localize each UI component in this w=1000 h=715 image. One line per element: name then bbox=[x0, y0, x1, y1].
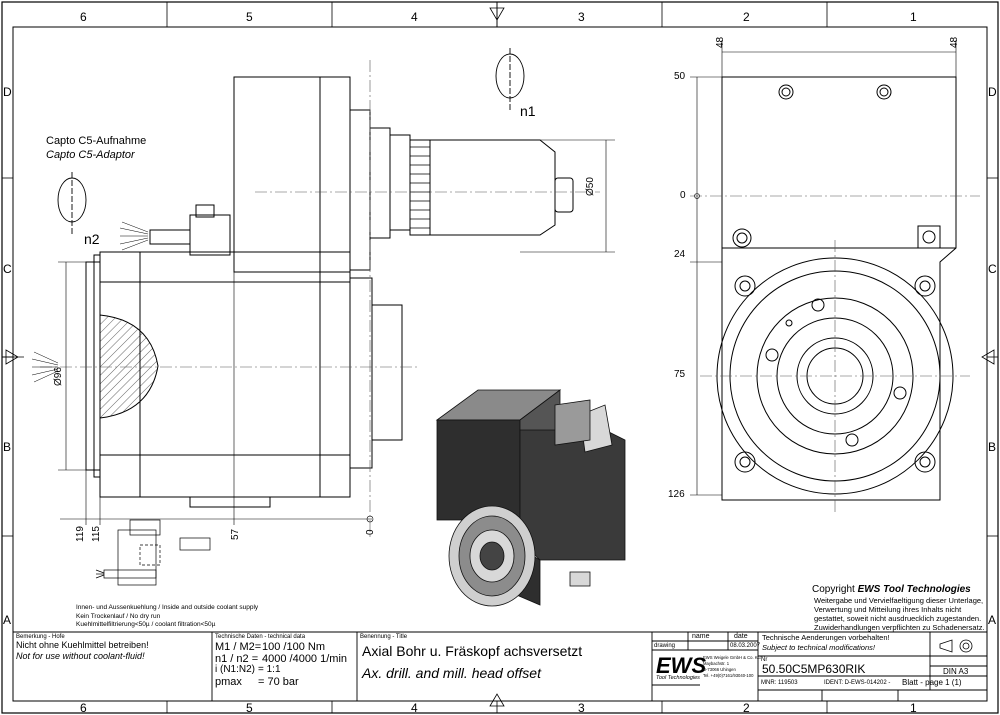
mnr: MNR: 119503 bbox=[761, 680, 798, 686]
front-view-dimensions bbox=[690, 40, 957, 496]
speed-value: 4000 /4000 1/min bbox=[262, 653, 348, 665]
col-label-5: 5 bbox=[246, 10, 253, 24]
col-label-4-bottom: 4 bbox=[411, 701, 418, 715]
pressure-value: = 70 bar bbox=[258, 676, 299, 688]
row-label-d-right: D bbox=[988, 85, 997, 99]
remark-en: Not for use without coolant-fluid! bbox=[16, 651, 145, 661]
drawing-label: drawing bbox=[654, 643, 676, 649]
ews-logo: EWS bbox=[656, 653, 707, 678]
row-label-b-right: B bbox=[988, 440, 997, 454]
inner-frame bbox=[12, 26, 988, 702]
copyright-heading: Copyright EWS Tool Technologies bbox=[812, 584, 971, 595]
speed-label: n1 / n2 = bbox=[215, 653, 259, 665]
coolant-inset-sketch bbox=[95, 519, 211, 586]
row-label-a: A bbox=[3, 613, 12, 627]
col-label-1-bottom: 1 bbox=[910, 701, 917, 715]
dim-115: 115 bbox=[91, 526, 102, 542]
torque-label: M1 / M2= bbox=[215, 641, 262, 653]
dim-57: 57 bbox=[230, 528, 241, 540]
front-view bbox=[716, 76, 957, 501]
speed-label-n2: n2 bbox=[84, 231, 100, 247]
dim-126-vertical: 126 bbox=[668, 489, 685, 500]
changes-de: Technische Aenderungen vorbehalten! bbox=[762, 633, 890, 642]
coolant-note-3: Kuehlmittelfiltrierung<50µ / coolant fil… bbox=[76, 621, 216, 628]
isometric-render bbox=[435, 389, 626, 607]
torque-value: 100 /100 Nm bbox=[262, 641, 325, 653]
row-label-b: B bbox=[3, 440, 12, 454]
coolant-note-1: Innen- und Aussenkuehlung / Inside and o… bbox=[76, 604, 259, 611]
part-no-label: Nr bbox=[761, 657, 768, 663]
copyright-line-4: Zuwiderhandlungen verpflichten zu Schade… bbox=[814, 623, 985, 632]
side-view bbox=[85, 76, 574, 508]
coolant-note-2: Kein Trockenlauf / No dry run bbox=[76, 613, 161, 620]
ident: IDENT: D-EWS-014202 - bbox=[824, 680, 891, 686]
ews-logo-sub: Tool Technologies bbox=[656, 675, 700, 681]
ratio-label: i (N1:N2) bbox=[215, 664, 256, 675]
dim-48-left: 48 bbox=[715, 36, 726, 48]
company-line-1: EWS Weigele GmbH & Co. KG bbox=[703, 655, 761, 660]
front-view-centerlines bbox=[690, 195, 980, 515]
pressure-label: pmax bbox=[215, 676, 242, 688]
sheet-number: Blatt - page 1 (1) bbox=[902, 678, 962, 687]
side-view-centerlines bbox=[40, 60, 600, 540]
speed-label-n1: n1 bbox=[520, 103, 536, 119]
dim-48-right: 48 bbox=[949, 36, 960, 48]
rotation-symbol-n2 bbox=[57, 172, 87, 236]
copyright-line-1: Weitergabe und Vervielfaeltigung dieser … bbox=[814, 596, 984, 605]
dim-0-vertical: 0 bbox=[680, 190, 686, 201]
din-format: DIN A3 bbox=[943, 667, 969, 676]
row-label-d: D bbox=[3, 85, 12, 99]
ratio-value: = 1:1 bbox=[258, 664, 281, 675]
remark-label: Bemerkung - Hofe bbox=[16, 634, 65, 640]
col-label-2: 2 bbox=[743, 10, 750, 24]
part-number: 50.50C5MP630RIK bbox=[762, 662, 866, 676]
coolant-spray bbox=[31, 221, 149, 383]
dim-119: 119 bbox=[75, 526, 86, 542]
title-label: Benennung - Title bbox=[360, 634, 408, 640]
title-en: Ax. drill. and mill. head offset bbox=[362, 665, 541, 681]
company-line-2: Maybachstr. 1 bbox=[703, 661, 730, 666]
col-label-6-bottom: 6 bbox=[80, 701, 87, 715]
col-label-4: 4 bbox=[411, 10, 418, 24]
col-label-1: 1 bbox=[910, 10, 917, 24]
col-label-5-bottom: 5 bbox=[246, 701, 253, 715]
remark-de: Nicht ohne Kuehlmittel betreiben! bbox=[16, 640, 149, 650]
col-label-3: 3 bbox=[578, 10, 585, 24]
copyright-line-2: Verwertung und Mitteilung ihres Inhalts … bbox=[814, 605, 962, 614]
centering-marks bbox=[2, 2, 995, 707]
col-label-6: 6 bbox=[80, 10, 87, 24]
dim-50-vertical: 50 bbox=[674, 71, 686, 82]
rotation-symbol-n1 bbox=[495, 48, 525, 110]
company-line-3: D-73066 Uhingen bbox=[703, 667, 736, 672]
dim-diameter-96: Ø96 bbox=[53, 367, 64, 386]
title-block-lines bbox=[13, 631, 987, 701]
row-label-a-right: A bbox=[988, 613, 997, 627]
dim-diameter-50: Ø50 bbox=[585, 177, 596, 196]
title-de: Axial Bohr u. Fräskopf achsversetzt bbox=[362, 643, 583, 659]
drawing-date: 08.03.2007 bbox=[730, 643, 761, 649]
dim-0-bottom: 0 bbox=[365, 529, 376, 535]
dim-24-vertical: 24 bbox=[674, 249, 686, 260]
tech-data-label: Technische Daten - technical data bbox=[215, 634, 306, 640]
copyright-line-3: gestattet, soweit nicht ausdruecklich zu… bbox=[814, 614, 982, 623]
row-label-c: C bbox=[3, 262, 12, 276]
side-view-dimensions bbox=[58, 139, 615, 525]
col-label-3-bottom: 3 bbox=[578, 701, 585, 715]
dim-75-vertical: 75 bbox=[674, 369, 686, 380]
col-label-2-bottom: 2 bbox=[743, 701, 750, 715]
capto-label-de: Capto C5-Aufnahme bbox=[46, 135, 147, 147]
projection-symbol-icon bbox=[939, 639, 973, 653]
changes-en: Subject to technical modifications! bbox=[762, 643, 875, 652]
col-date-header: date bbox=[734, 633, 748, 640]
company-line-4: Tel. +49(0)7161/93040-100 bbox=[703, 673, 754, 678]
capto-label-en: Capto C5-Adaptor bbox=[46, 149, 135, 161]
row-label-c-right: C bbox=[988, 262, 997, 276]
col-name-header: name bbox=[692, 633, 710, 640]
